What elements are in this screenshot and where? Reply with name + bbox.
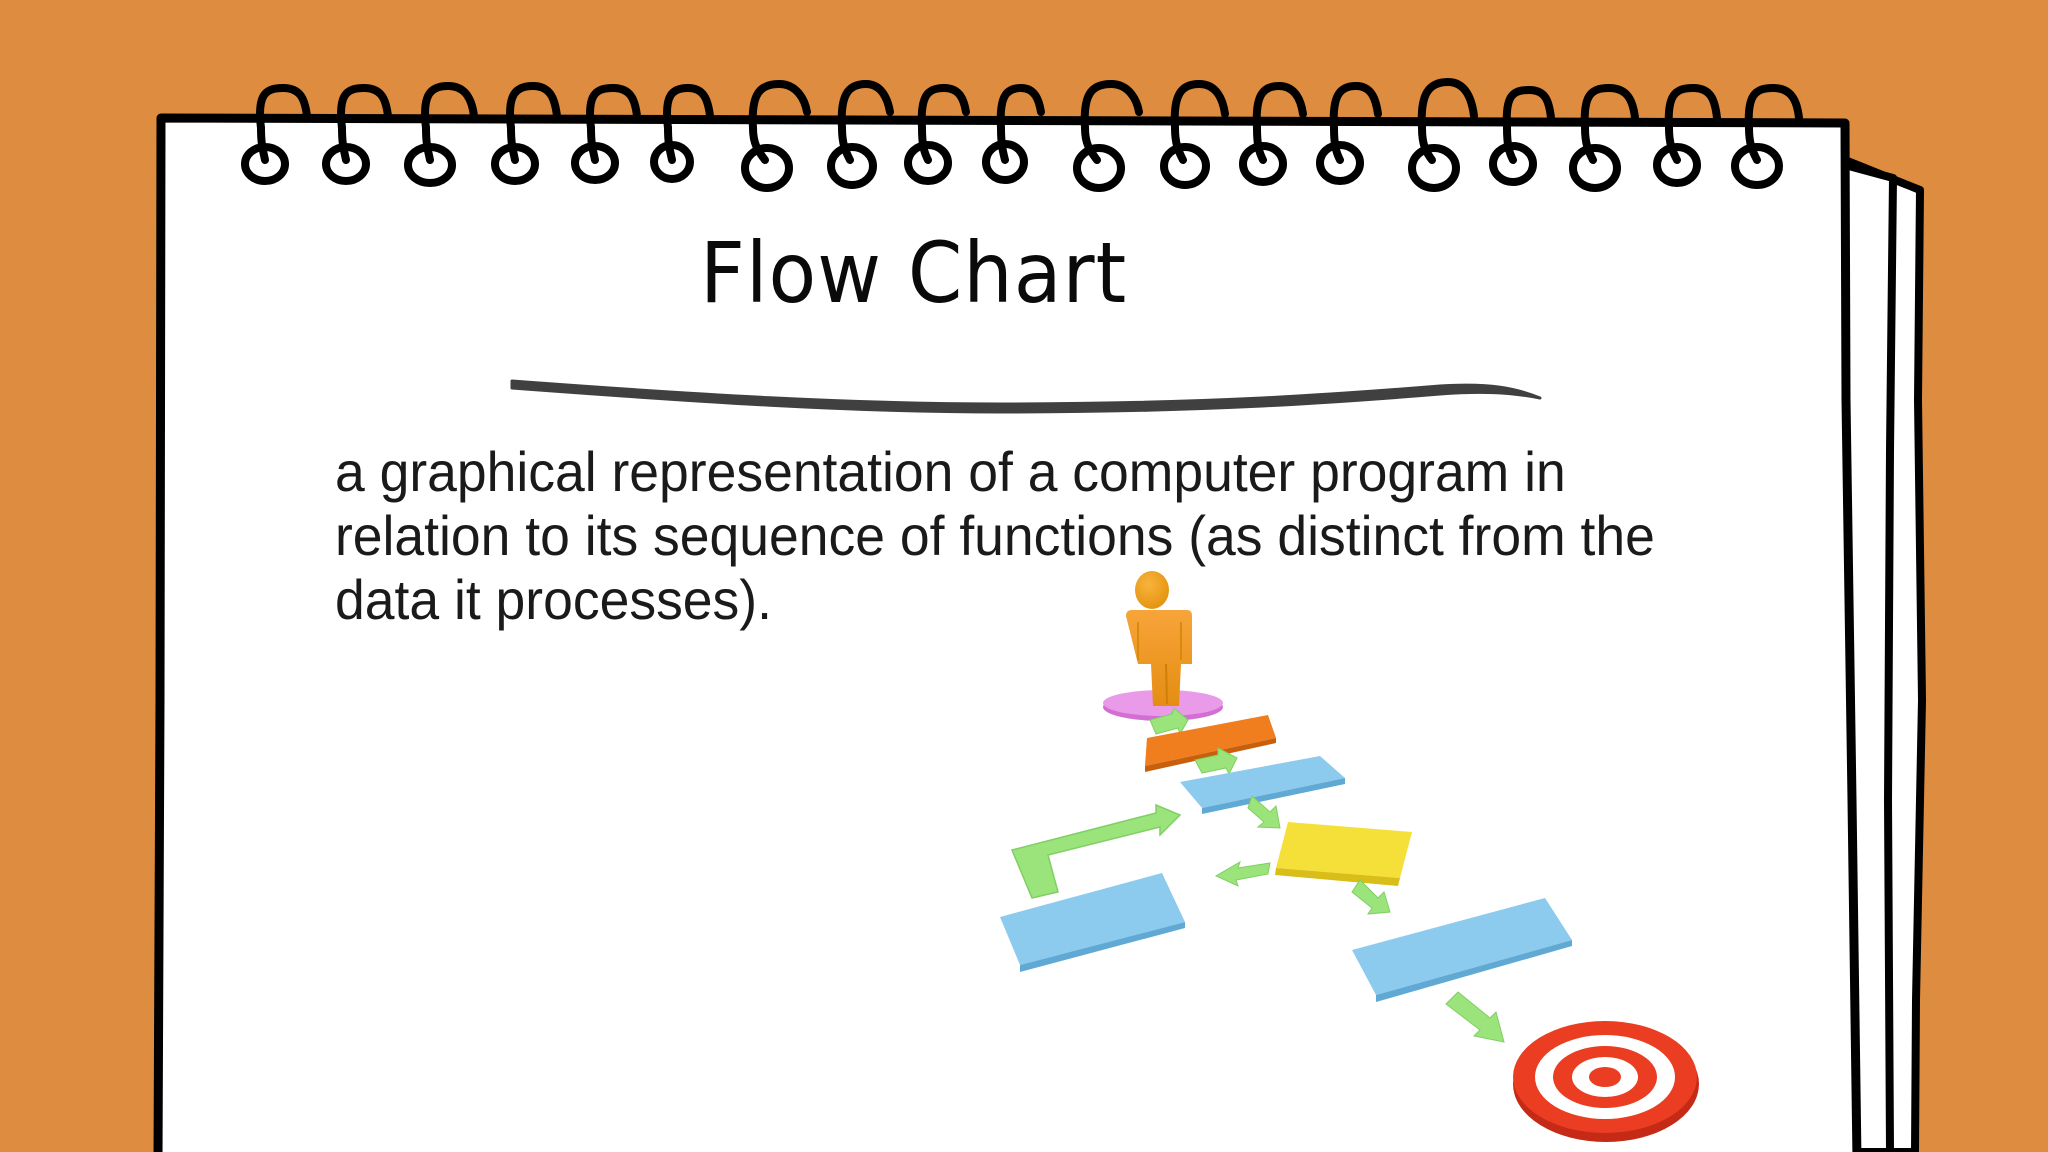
ring-icon xyxy=(571,83,641,184)
arrow-icon xyxy=(1194,747,1238,776)
process-step-blue-left xyxy=(1000,873,1185,972)
process-step-blue-top xyxy=(1180,756,1345,814)
person-icon xyxy=(1126,571,1192,706)
arrow-icon xyxy=(1445,991,1505,1043)
ring-icon xyxy=(1569,83,1639,192)
target-goal-icon xyxy=(1513,1021,1699,1142)
ring-icon xyxy=(1731,83,1803,189)
arrow-icon xyxy=(1149,707,1189,736)
decision-step-yellow xyxy=(1275,822,1412,886)
arrow-icon xyxy=(1351,879,1391,915)
title-divider xyxy=(510,379,1542,414)
ring-icon xyxy=(904,83,970,185)
ring-icon xyxy=(1316,81,1382,185)
spiral-binding xyxy=(241,77,1803,192)
ring-icon xyxy=(322,83,392,185)
ring-icon xyxy=(741,79,811,192)
ring-icon xyxy=(1160,79,1229,189)
ring-icon xyxy=(827,79,894,189)
arrow-icon xyxy=(1247,795,1281,829)
ring-icon xyxy=(1073,79,1143,192)
ring-icon xyxy=(404,81,478,187)
ring-icon xyxy=(491,81,561,185)
arrow-icon xyxy=(1214,860,1271,887)
slide-title: Flow Chart xyxy=(700,225,1128,323)
ring-icon xyxy=(1489,85,1555,186)
ring-icon xyxy=(1239,81,1307,186)
process-step-orange xyxy=(1145,715,1276,772)
flowchart-illustration xyxy=(1000,571,1699,1142)
ring-icon xyxy=(1653,83,1721,187)
ring-icon xyxy=(982,83,1045,184)
main-page xyxy=(153,113,1862,1152)
ring-icon xyxy=(650,83,714,183)
ring-icon xyxy=(241,83,311,185)
process-step-blue-right xyxy=(1352,898,1572,1002)
loop-arrow-icon xyxy=(1010,803,1182,899)
ring-icon xyxy=(1408,77,1478,192)
definition-text: a graphical representation of a computer… xyxy=(335,440,1655,631)
